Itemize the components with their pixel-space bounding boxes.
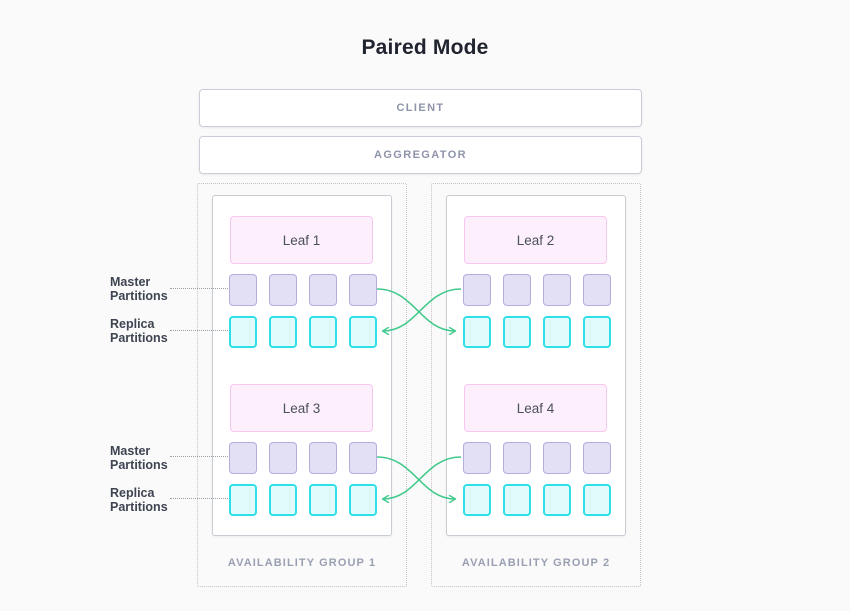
replica-partition-square	[229, 484, 257, 516]
label-leader-line	[170, 330, 228, 331]
leaf-label: Leaf 1	[282, 232, 321, 248]
leaf-box: Leaf 4	[464, 384, 607, 432]
replica-partition-square	[269, 316, 297, 348]
master-partition-square	[583, 274, 611, 306]
master-partition-square	[309, 442, 337, 474]
availability-group-2: Leaf 2 Leaf 4 AVAILABILITY GROUP 2	[431, 183, 641, 587]
client-box: CLIENT	[199, 89, 642, 127]
replica-partition-square	[463, 316, 491, 348]
leaf-label: Leaf 2	[516, 232, 555, 248]
leaf-node-panel: Leaf 2 Leaf 4	[446, 195, 626, 536]
master-partition-row	[463, 274, 611, 306]
master-partitions-label: Master Partitions	[110, 275, 168, 303]
replica-partition-square	[503, 484, 531, 516]
availability-group-1: Leaf 1 Leaf 3 AVAILABILITY GROUP 1	[197, 183, 407, 587]
aggregator-box: AGGREGATOR	[199, 136, 642, 174]
master-partition-square	[543, 274, 571, 306]
replica-partition-square	[309, 484, 337, 516]
availability-group-2-label: AVAILABILITY GROUP 2	[461, 557, 611, 569]
availability-group-1-label: AVAILABILITY GROUP 1	[227, 557, 377, 569]
master-partition-square	[269, 274, 297, 306]
replica-partition-square	[269, 484, 297, 516]
replica-partition-row	[229, 484, 377, 516]
aggregator-label: AGGREGATOR	[373, 149, 468, 161]
replica-partition-row	[229, 316, 377, 348]
leaf-box: Leaf 2	[464, 216, 607, 264]
leaf-label: Leaf 4	[516, 400, 555, 416]
label-leader-line	[170, 498, 228, 499]
master-partition-square	[503, 274, 531, 306]
leaf-node-panel: Leaf 1 Leaf 3	[212, 195, 392, 536]
master-partition-square	[463, 274, 491, 306]
leaf-box: Leaf 1	[230, 216, 373, 264]
master-partition-row	[229, 274, 377, 306]
master-partition-square	[309, 274, 337, 306]
replica-partitions-label: Replica Partitions	[110, 317, 168, 345]
label-leader-line	[170, 288, 228, 289]
replica-partition-row	[463, 484, 611, 516]
replica-partition-square	[229, 316, 257, 348]
leaf-label: Leaf 3	[282, 400, 321, 416]
replica-partition-square	[349, 316, 377, 348]
page-title: Paired Mode	[361, 36, 489, 59]
label-leader-line	[170, 456, 228, 457]
master-partition-square	[229, 274, 257, 306]
replica-partition-square	[583, 484, 611, 516]
replica-partition-square	[543, 316, 571, 348]
master-partition-square	[349, 274, 377, 306]
master-partition-square	[463, 442, 491, 474]
leaf-box: Leaf 3	[230, 384, 373, 432]
replica-partition-square	[309, 316, 337, 348]
replica-partition-square	[463, 484, 491, 516]
master-partition-row	[229, 442, 377, 474]
master-partitions-label: Master Partitions	[110, 444, 168, 472]
replica-partitions-label: Replica Partitions	[110, 486, 168, 514]
master-partition-square	[543, 442, 571, 474]
replica-partition-square	[583, 316, 611, 348]
replica-partition-row	[463, 316, 611, 348]
master-partition-square	[583, 442, 611, 474]
replica-partition-square	[543, 484, 571, 516]
replica-partition-square	[349, 484, 377, 516]
client-label: CLIENT	[396, 102, 445, 114]
master-partition-square	[269, 442, 297, 474]
master-partition-square	[229, 442, 257, 474]
replica-partition-square	[503, 316, 531, 348]
master-partition-square	[349, 442, 377, 474]
master-partition-row	[463, 442, 611, 474]
master-partition-square	[503, 442, 531, 474]
